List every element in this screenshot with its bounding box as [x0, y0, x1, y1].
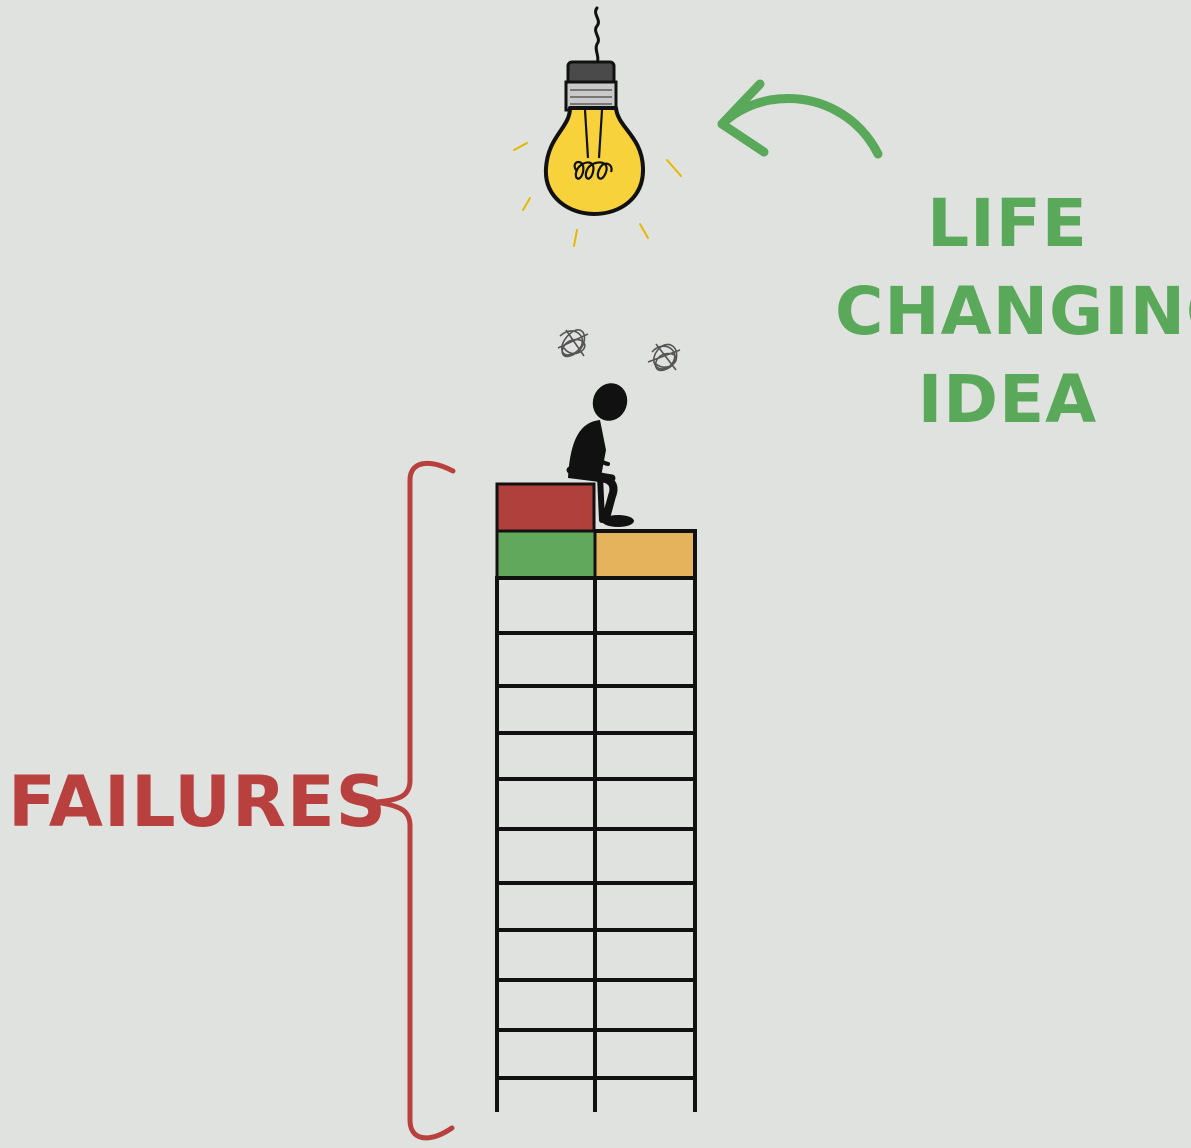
idea-label-line-2: CHANGING: [835, 268, 1180, 356]
green-block: [497, 531, 595, 578]
tower-grid: [497, 531, 695, 1110]
scribble-icon: [558, 330, 588, 357]
idea-label-line-3: IDEA: [835, 356, 1180, 444]
light-bulb-icon: [514, 8, 681, 246]
red-block: [497, 484, 594, 531]
failure-tower: [497, 484, 697, 1110]
orange-block: [595, 531, 695, 578]
bulb-cord: [596, 8, 599, 64]
bulb-glass: [546, 108, 643, 214]
failures-label: FAILURES: [8, 760, 387, 844]
scribble-icon: [648, 344, 680, 370]
life-changing-idea-label: LIFE CHANGING IDEA: [835, 180, 1180, 444]
curly-brace-icon: [376, 463, 453, 1138]
idea-label-line-1: LIFE: [835, 180, 1180, 268]
curved-arrow-icon: [722, 84, 878, 154]
